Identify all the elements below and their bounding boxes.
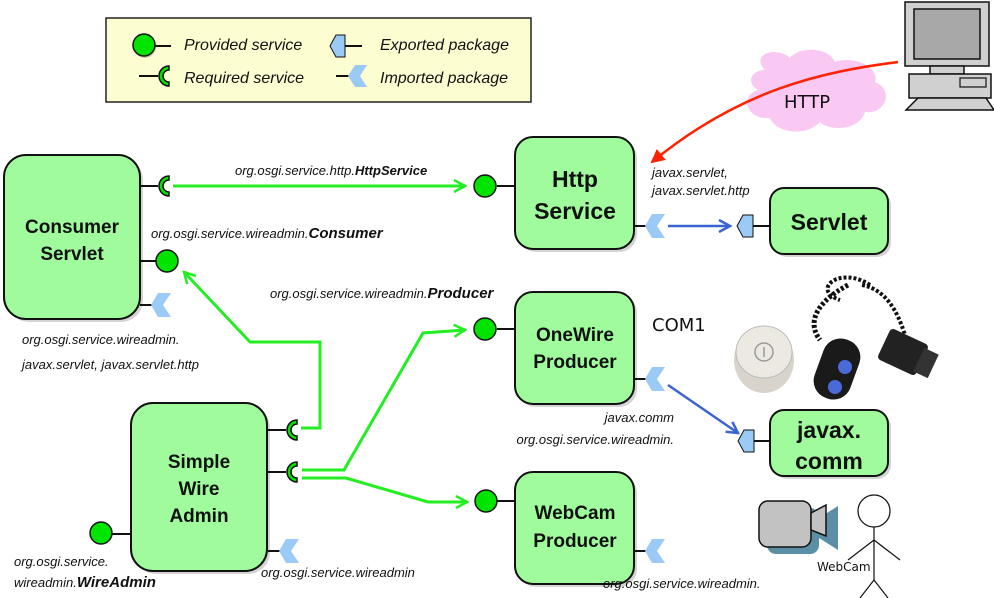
wireadmin-exports-label: org.osgi.service.wireadmin <box>261 565 415 580</box>
imported-package-icon[interactable] <box>634 214 665 238</box>
bundle-consumer-servlet[interactable]: Consumer Servlet <box>3 154 143 322</box>
wire-onewire-producer <box>302 330 465 472</box>
bundle-label: Http <box>552 166 598 192</box>
label-bold: Producer <box>428 285 495 302</box>
http-service-interface-label: org.osgi.service.http.HttpService <box>235 163 427 178</box>
required-service-icon[interactable] <box>268 461 298 483</box>
bundle-servlet[interactable]: Servlet <box>769 187 891 257</box>
webcam-imports-label: org.osgi.service.wireadmin. <box>603 576 761 591</box>
bundle-http-service[interactable]: Http Service <box>514 136 637 252</box>
legend-provided-service: Provided service <box>184 37 302 54</box>
wire-webcam-producer <box>302 476 467 502</box>
producer-interface-label: org.osgi.service.wireadmin.Producer <box>270 285 495 302</box>
provided-service-icon[interactable] <box>473 317 515 341</box>
bundle-label: javax. <box>796 417 861 443</box>
required-service-icon[interactable] <box>140 175 170 197</box>
bundle-label: Producer <box>533 531 617 552</box>
onewire-imports-label: org.osgi.service.wireadmin. <box>516 432 674 447</box>
bundle-label: Admin <box>169 506 228 527</box>
consumer-imports-label: org.osgi.service.wireadmin. <box>22 332 180 347</box>
bundle-label: comm <box>795 448 863 474</box>
bundle-label: Producer <box>533 352 617 373</box>
exported-package-icon[interactable] <box>737 429 770 453</box>
webcam-actor-icon <box>847 494 901 598</box>
consumer-interface-label: org.osgi.service.wireadmin.Consumer <box>151 225 384 242</box>
provided-service-icon[interactable] <box>474 489 515 513</box>
label-bold: Consumer <box>309 225 384 242</box>
bundle-onewire-producer[interactable]: OneWire Producer <box>514 291 637 407</box>
onewire-imports-label: javax.comm <box>603 410 675 425</box>
provided-service-icon[interactable] <box>473 174 515 198</box>
bundle-webcam-producer[interactable]: WebCam Producer <box>514 471 637 587</box>
provided-service-icon <box>132 33 171 58</box>
package-link-javax-comm <box>667 383 738 433</box>
ibutton-device-icon <box>734 325 794 393</box>
bundle-label: Simple <box>168 452 230 473</box>
required-service-icon[interactable] <box>268 419 298 441</box>
label-prefix: wireadmin. <box>14 575 77 590</box>
bundle-label: Wire <box>178 479 219 500</box>
legend-imported-package: Imported package <box>380 70 508 87</box>
http-label: HTTP <box>784 92 830 113</box>
http-cloud: HTTP <box>747 49 886 132</box>
provided-service-icon[interactable] <box>89 521 131 545</box>
service-wires <box>173 186 467 502</box>
bundle-label: WebCam <box>535 503 616 524</box>
computer-icon <box>904 1 994 111</box>
exported-package-icon <box>329 34 362 58</box>
http-imports-label: javax.servlet.http <box>650 183 750 198</box>
provided-service-icon[interactable] <box>140 249 179 273</box>
bundle-javax-comm[interactable]: javax. comm <box>769 409 891 479</box>
imported-package-icon[interactable] <box>634 367 665 391</box>
label-bold: HttpService <box>355 163 427 178</box>
bundle-label: Consumer <box>25 217 120 238</box>
exported-package-icon[interactable] <box>736 214 770 238</box>
video-camera-icon <box>758 500 838 554</box>
serial-adapter-device-icon <box>811 275 939 400</box>
label-prefix: org.osgi.service.wireadmin. <box>151 226 309 241</box>
exported-package-icon[interactable] <box>268 539 299 563</box>
bundle-simple-wire-admin[interactable]: Simple Wire Admin <box>130 402 270 574</box>
bundle-label: Service <box>534 198 616 224</box>
legend-exported-package: Exported package <box>380 37 509 54</box>
http-imports-label: javax.servlet, <box>650 165 728 180</box>
legend: Provided service Required service Export… <box>105 17 532 103</box>
wireadmin-service-label: wireadmin.WireAdmin <box>14 574 156 591</box>
label-prefix: org.osgi.service.wireadmin. <box>270 286 428 301</box>
consumer-imports-label: javax.servlet, javax.servlet.http <box>20 357 199 372</box>
wire-consumer <box>184 272 322 430</box>
legend-required-service: Required service <box>184 70 304 87</box>
label-bold: WireAdmin <box>77 574 156 591</box>
bundle-label: Servlet <box>40 244 104 265</box>
wireadmin-service-label: org.osgi.service. <box>14 554 109 569</box>
bundle-label: OneWire <box>536 325 614 346</box>
imported-package-icon[interactable] <box>634 539 665 563</box>
webcam-actor-label: WebCam <box>817 560 871 574</box>
http-request-arrow <box>650 60 899 164</box>
required-service-icon <box>139 65 170 87</box>
com1-label: COM1 <box>652 315 706 336</box>
bundle-label: Servlet <box>791 209 868 235</box>
imported-package-icon[interactable] <box>140 293 171 317</box>
label-prefix: org.osgi.service.http. <box>235 163 355 178</box>
imported-package-icon <box>336 65 367 87</box>
